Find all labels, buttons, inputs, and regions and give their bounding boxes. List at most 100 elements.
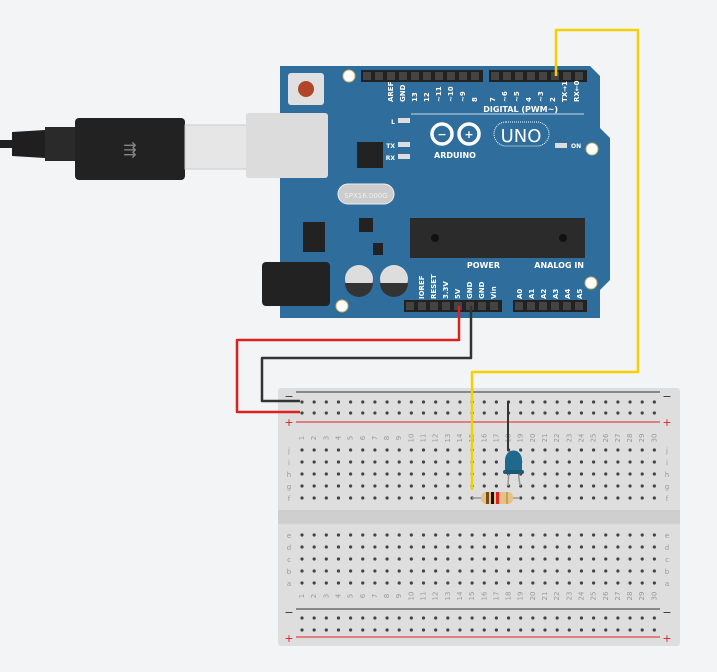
breadboard-hole[interactable] [652, 472, 656, 476]
breadboard-hole[interactable] [652, 400, 656, 404]
breadboard-hole[interactable] [531, 533, 535, 537]
header-pin[interactable] [430, 302, 438, 310]
breadboard-hole[interactable] [373, 545, 377, 549]
breadboard-hole[interactable] [494, 628, 498, 632]
breadboard-hole[interactable] [312, 460, 316, 464]
breadboard-hole[interactable] [628, 448, 632, 452]
breadboard-hole[interactable] [458, 557, 462, 561]
breadboard-hole[interactable] [628, 400, 632, 404]
header-pin[interactable] [539, 72, 547, 80]
breadboard-hole[interactable] [616, 533, 620, 537]
header-pin[interactable] [575, 72, 583, 80]
breadboard-hole[interactable] [652, 496, 656, 500]
breadboard-hole[interactable] [616, 460, 620, 464]
breadboard-hole[interactable] [312, 400, 316, 404]
breadboard-hole[interactable] [640, 496, 644, 500]
breadboard-hole[interactable] [336, 472, 341, 476]
breadboard-hole[interactable] [312, 545, 316, 549]
breadboard-hole[interactable] [616, 496, 620, 500]
breadboard-hole[interactable] [543, 628, 547, 632]
breadboard-hole[interactable] [385, 411, 389, 415]
breadboard-hole[interactable] [373, 569, 377, 573]
breadboard-hole[interactable] [531, 616, 535, 620]
breadboard-hole[interactable] [628, 545, 632, 549]
breadboard-hole[interactable] [519, 569, 523, 573]
breadboard-hole[interactable] [555, 400, 559, 404]
header-pin[interactable] [399, 72, 407, 80]
breadboard-hole[interactable] [579, 533, 584, 537]
breadboard-hole[interactable] [300, 484, 304, 488]
header-pin[interactable] [490, 302, 498, 310]
breadboard-hole[interactable] [446, 533, 450, 537]
breadboard-hole[interactable] [324, 496, 328, 500]
breadboard-hole[interactable] [652, 545, 656, 549]
breadboard-hole[interactable] [324, 569, 328, 573]
breadboard-hole[interactable] [397, 628, 401, 632]
breadboard-hole[interactable] [458, 533, 462, 537]
breadboard-hole[interactable] [361, 411, 365, 415]
header-pin[interactable] [515, 72, 523, 80]
breadboard-hole[interactable] [458, 628, 462, 632]
breadboard-hole[interactable] [397, 460, 401, 464]
breadboard-hole[interactable] [324, 411, 328, 415]
breadboard-hole[interactable] [312, 472, 316, 476]
breadboard-hole[interactable] [506, 557, 511, 561]
breadboard-hole[interactable] [324, 628, 328, 632]
wire-5v-red[interactable] [235, 306, 461, 414]
breadboard-hole[interactable] [373, 460, 377, 464]
breadboard-hole[interactable] [506, 628, 511, 632]
breadboard-hole[interactable] [324, 533, 328, 537]
breadboard-hole[interactable] [506, 533, 511, 537]
breadboard-hole[interactable] [555, 616, 559, 620]
breadboard-hole[interactable] [616, 484, 620, 488]
breadboard-hole[interactable] [361, 616, 365, 620]
breadboard-hole[interactable] [604, 496, 608, 500]
header-pin[interactable] [539, 302, 547, 310]
breadboard-hole[interactable] [592, 460, 596, 464]
breadboard-hole[interactable] [336, 628, 341, 632]
breadboard-hole[interactable] [397, 472, 401, 476]
breadboard-hole[interactable] [312, 411, 316, 415]
breadboard-hole[interactable] [543, 484, 547, 488]
breadboard-hole[interactable] [652, 533, 656, 537]
breadboard-hole[interactable] [434, 616, 438, 620]
breadboard-hole[interactable] [421, 569, 426, 573]
breadboard-hole[interactable] [409, 484, 413, 488]
breadboard-hole[interactable] [385, 628, 389, 632]
breadboard-hole[interactable] [434, 400, 438, 404]
breadboard-hole[interactable] [434, 448, 438, 452]
breadboard-hole[interactable] [592, 545, 596, 549]
breadboard-hole[interactable] [336, 569, 341, 573]
breadboard-hole[interactable] [531, 628, 535, 632]
breadboard-hole[interactable] [579, 569, 584, 573]
breadboard-hole[interactable] [592, 581, 596, 585]
breadboard-hole[interactable] [543, 545, 547, 549]
breadboard-hole[interactable] [312, 533, 316, 537]
breadboard-hole[interactable] [604, 484, 608, 488]
breadboard-hole[interactable] [421, 545, 426, 549]
breadboard-hole[interactable] [519, 557, 523, 561]
breadboard-hole[interactable] [421, 628, 426, 632]
header-pin[interactable] [363, 72, 371, 80]
breadboard-hole[interactable] [531, 545, 535, 549]
breadboard-hole[interactable] [385, 581, 389, 585]
breadboard-hole[interactable] [652, 460, 656, 464]
breadboard-hole[interactable] [616, 411, 620, 415]
breadboard-hole[interactable] [324, 581, 328, 585]
breadboard-hole[interactable] [349, 628, 353, 632]
breadboard-hole[interactable] [312, 448, 316, 452]
breadboard-hole[interactable] [640, 484, 644, 488]
breadboard-hole[interactable] [555, 496, 559, 500]
breadboard-hole[interactable] [434, 411, 438, 415]
breadboard-hole[interactable] [555, 472, 559, 476]
header-pin[interactable] [418, 302, 426, 310]
breadboard-hole[interactable] [434, 545, 438, 549]
breadboard-hole[interactable] [458, 569, 462, 573]
breadboard-hole[interactable] [373, 533, 377, 537]
breadboard-hole[interactable] [361, 545, 365, 549]
breadboard-hole[interactable] [385, 569, 389, 573]
breadboard-hole[interactable] [482, 400, 486, 404]
header-pin[interactable] [471, 72, 479, 80]
breadboard-hole[interactable] [628, 557, 632, 561]
